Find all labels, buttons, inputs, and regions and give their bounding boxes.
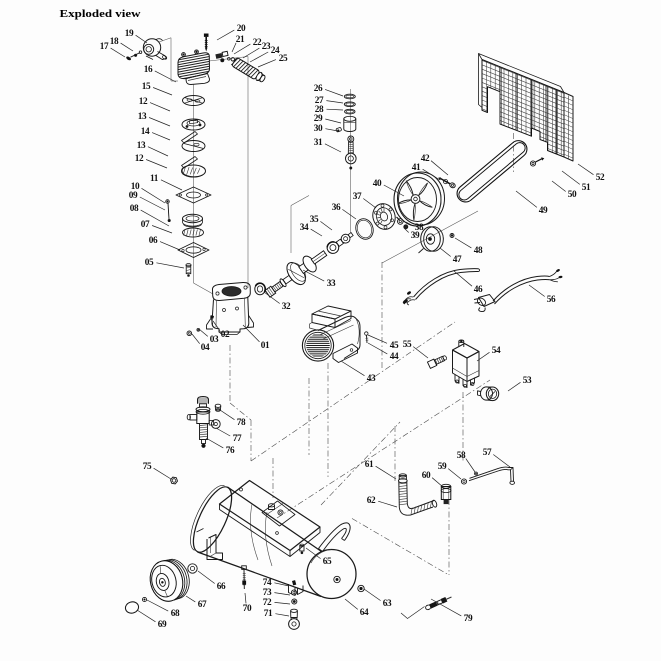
svg-text:69: 69 xyxy=(158,620,167,630)
svg-text:46: 46 xyxy=(474,285,483,295)
svg-text:56: 56 xyxy=(547,295,556,305)
svg-text:61: 61 xyxy=(365,460,374,470)
svg-text:06: 06 xyxy=(149,236,158,246)
svg-text:70: 70 xyxy=(243,604,252,614)
svg-text:23: 23 xyxy=(262,42,271,52)
svg-text:Exploded view: Exploded view xyxy=(60,9,142,20)
svg-text:20: 20 xyxy=(237,24,246,34)
svg-text:58: 58 xyxy=(457,451,466,461)
svg-text:75: 75 xyxy=(143,462,152,472)
svg-text:39: 39 xyxy=(411,231,420,241)
svg-text:65: 65 xyxy=(323,557,332,567)
svg-text:52: 52 xyxy=(596,173,605,183)
svg-text:60: 60 xyxy=(422,471,431,481)
svg-text:42: 42 xyxy=(421,154,430,164)
svg-text:14: 14 xyxy=(141,127,150,137)
svg-text:03: 03 xyxy=(210,335,219,345)
svg-text:71: 71 xyxy=(264,609,273,619)
svg-text:04: 04 xyxy=(201,343,210,353)
svg-text:36: 36 xyxy=(332,203,341,213)
svg-text:40: 40 xyxy=(373,179,382,189)
svg-text:62: 62 xyxy=(367,496,376,506)
svg-text:08: 08 xyxy=(130,204,139,214)
svg-text:33: 33 xyxy=(327,279,336,289)
svg-text:55: 55 xyxy=(403,340,412,350)
svg-text:73: 73 xyxy=(263,588,272,598)
svg-text:67: 67 xyxy=(198,600,207,610)
svg-text:35: 35 xyxy=(310,215,319,225)
svg-text:64: 64 xyxy=(360,608,369,618)
svg-text:16: 16 xyxy=(144,65,153,75)
svg-text:09: 09 xyxy=(129,191,138,201)
svg-text:49: 49 xyxy=(539,206,548,216)
svg-text:50: 50 xyxy=(568,190,577,200)
svg-text:25: 25 xyxy=(279,54,288,64)
svg-text:15: 15 xyxy=(142,82,151,92)
svg-text:48: 48 xyxy=(474,246,483,256)
svg-text:26: 26 xyxy=(314,84,323,94)
svg-text:21: 21 xyxy=(236,35,245,45)
svg-text:02: 02 xyxy=(221,330,230,340)
svg-text:29: 29 xyxy=(314,114,323,124)
svg-text:57: 57 xyxy=(483,448,492,458)
svg-text:74: 74 xyxy=(263,578,272,588)
svg-text:53: 53 xyxy=(523,376,532,386)
svg-text:05: 05 xyxy=(145,258,154,268)
svg-text:63: 63 xyxy=(383,599,392,609)
svg-text:66: 66 xyxy=(217,582,226,592)
svg-text:76: 76 xyxy=(226,446,235,456)
svg-text:78: 78 xyxy=(237,418,246,428)
svg-text:43: 43 xyxy=(367,374,376,384)
svg-text:45: 45 xyxy=(390,341,399,351)
svg-text:59: 59 xyxy=(438,462,447,472)
svg-text:51: 51 xyxy=(582,183,591,193)
svg-text:30: 30 xyxy=(314,124,323,134)
svg-text:18: 18 xyxy=(110,37,119,47)
svg-text:72: 72 xyxy=(263,598,272,608)
svg-text:22: 22 xyxy=(253,38,262,48)
svg-text:77: 77 xyxy=(233,434,242,444)
svg-text:54: 54 xyxy=(492,346,501,356)
svg-text:31: 31 xyxy=(314,138,323,148)
svg-text:79: 79 xyxy=(464,614,473,624)
svg-text:68: 68 xyxy=(171,609,180,619)
svg-text:12: 12 xyxy=(135,154,144,164)
svg-text:01: 01 xyxy=(261,341,270,351)
svg-text:37: 37 xyxy=(353,192,362,202)
svg-text:11: 11 xyxy=(150,174,159,184)
svg-text:41: 41 xyxy=(412,163,421,173)
svg-text:34: 34 xyxy=(300,223,309,233)
svg-text:12: 12 xyxy=(139,97,148,107)
svg-text:32: 32 xyxy=(282,302,291,312)
svg-text:13: 13 xyxy=(138,112,147,122)
svg-text:44: 44 xyxy=(390,352,399,362)
svg-text:07: 07 xyxy=(141,220,150,230)
svg-text:47: 47 xyxy=(453,255,462,265)
svg-text:13: 13 xyxy=(137,141,146,151)
svg-text:17: 17 xyxy=(100,42,109,52)
svg-text:19: 19 xyxy=(125,29,134,39)
